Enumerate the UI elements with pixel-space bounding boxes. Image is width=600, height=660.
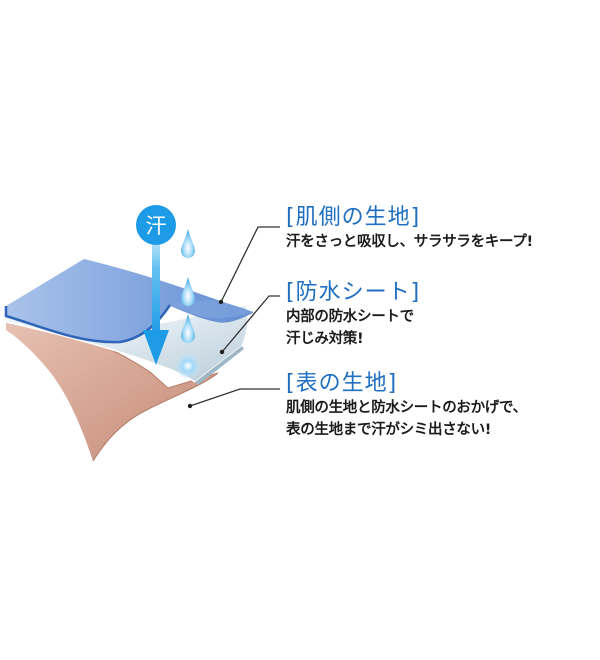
leader-line-waterproof-sheet <box>219 295 280 355</box>
sweat-badge-text: 汗 <box>146 214 167 238</box>
heading-waterproof-sheet: [防水シート] <box>286 280 421 305</box>
label-skin-side-fabric: [肌側の生地] 汗をさっと吸収し、サラサラをキープ! <box>286 205 533 253</box>
leader-line-skin-side <box>218 226 280 305</box>
leader-line-outer <box>187 388 280 409</box>
heading-outer: [表の生地] <box>286 371 398 396</box>
absorbed-sweat-bubble-icon <box>176 354 200 378</box>
label-waterproof-sheet: [防水シート] 内部の防水シートで 汗じみ対策! <box>286 280 420 350</box>
description-outer-line-2: 表の生地まで汗がシミ出さない! <box>286 422 492 438</box>
description-skin-side: 汗をさっと吸収し、サラサラをキープ! <box>286 234 533 250</box>
description-waterproof-line-2: 汗じみ対策! <box>286 331 364 347</box>
description-waterproof-line-1: 内部の防水シートで <box>286 309 414 325</box>
sweat-flow-arrow <box>143 232 169 365</box>
sweat-badge: 汗 <box>136 205 176 245</box>
label-outer-fabric: [表の生地] 肌側の生地と防水シートのおかげで、 表の生地まで汗がシミ出さない! <box>286 371 527 441</box>
water-droplet-icon <box>181 229 195 343</box>
description-outer-line-1: 肌側の生地と防水シートのおかげで、 <box>286 400 527 416</box>
heading-skin-side: [肌側の生地] <box>286 205 421 230</box>
